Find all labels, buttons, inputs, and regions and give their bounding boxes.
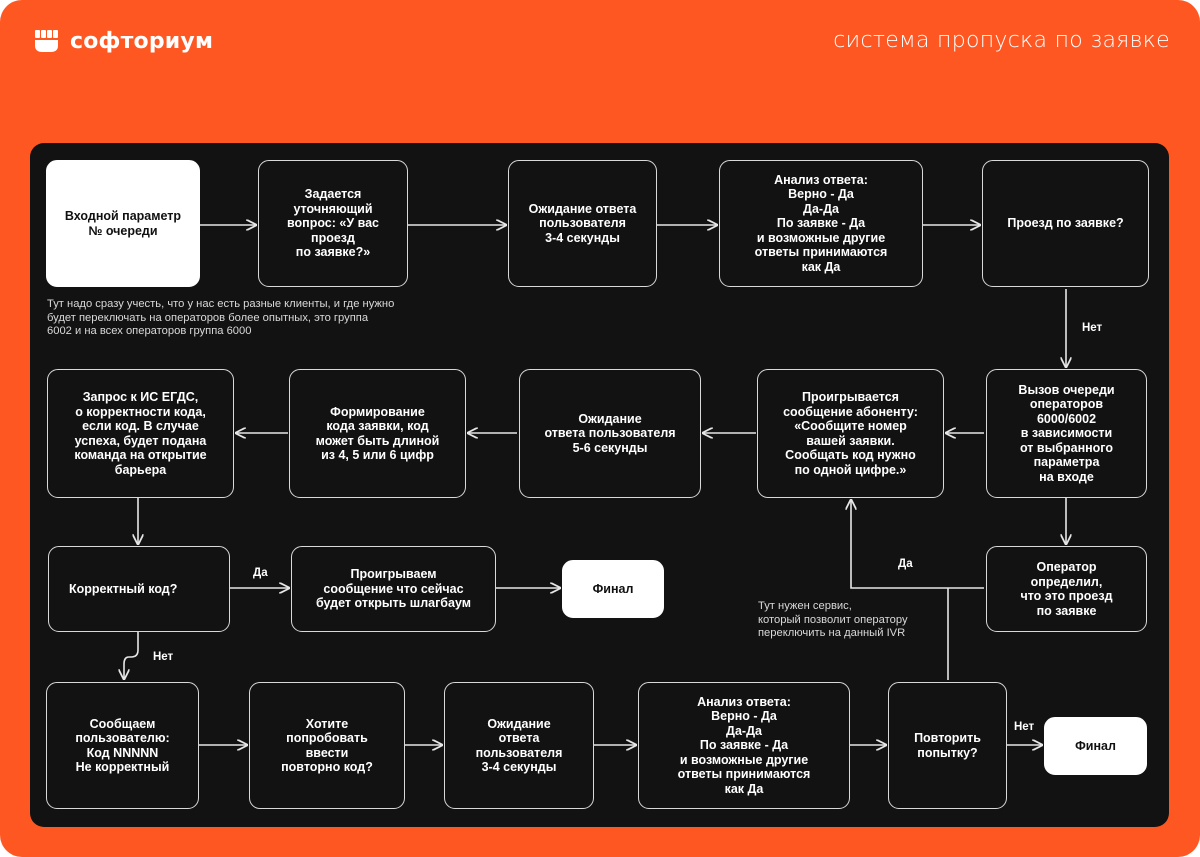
node-play-open-barrier: Проигрываем сообщение что сейчас будет о… xyxy=(291,546,496,632)
page-title: система пропуска по заявке xyxy=(833,28,1170,53)
node-incorrect-code-msg: Сообщаем пользователю: Код NNNNN Не корр… xyxy=(46,682,199,809)
node-operator-determined: Оператор определил, что это проезд по за… xyxy=(986,546,1147,632)
fist-logo-icon xyxy=(34,29,60,53)
label-no-proezd: Нет xyxy=(1082,322,1103,334)
node-final-1: Финал xyxy=(562,560,664,618)
node-wait-answer: Ожидание ответа пользователя 3-4 секунды xyxy=(508,160,657,287)
label-no-retry: Нет xyxy=(1014,721,1035,733)
node-retry-question: Хотите попробовать ввести повторно код? xyxy=(249,682,405,809)
node-proezd-decision: Проезд по заявке? xyxy=(982,160,1149,287)
node-egds-request: Запрос к ИС ЕГДС, о корректности кода, е… xyxy=(47,369,234,498)
node-play-message: Проигрывается сообщение абоненту: «Сообщ… xyxy=(757,369,944,498)
node-clarifying-question: Задается уточняющий вопрос: «У вас проез… xyxy=(258,160,408,287)
label-no-code: Нет xyxy=(153,651,174,663)
brand-name: софториум xyxy=(70,28,214,54)
node-input-param: Входной параметр № очереди xyxy=(46,160,200,287)
node-wait-user: Ожидание ответа пользователя 5-6 секунды xyxy=(519,369,701,498)
node-analyze-answer: Анализ ответа: Верно - Да Да-Да По заявк… xyxy=(719,160,923,287)
note-service: Тут нужен сервис, который позволит опера… xyxy=(758,600,908,639)
node-wait-user-2: Ожидание ответа пользователя 3-4 секунды xyxy=(444,682,594,809)
node-final-2: Финал xyxy=(1044,717,1147,775)
node-correct-code-decision: Корректный код? xyxy=(48,546,230,632)
node-retry-decision: Повторить попытку? xyxy=(888,682,1007,809)
label-yes-operator: Да xyxy=(898,558,913,570)
node-analyze-answer-2: Анализ ответа: Верно - Да Да-Да По заявк… xyxy=(638,682,850,809)
node-call-operator-queue: Вызов очереди операторов 6000/6002 в зав… xyxy=(986,369,1147,498)
brand-logo: софториум xyxy=(34,26,213,56)
node-form-code: Формирование кода заявки, код может быть… xyxy=(289,369,466,498)
label-yes-code: Да xyxy=(253,567,268,579)
note-clients: Тут надо сразу учесть, что у нас есть ра… xyxy=(47,298,395,337)
